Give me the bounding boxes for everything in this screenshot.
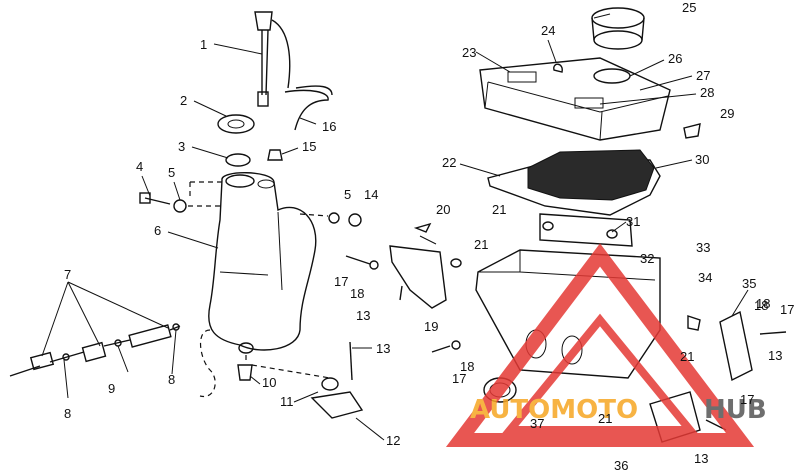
callout-label: 18 [350, 286, 364, 301]
callout-label: 1 [200, 37, 207, 52]
callout-label: 22 [442, 155, 456, 170]
callout-label: 8 [64, 406, 71, 421]
callout-label: 28 [700, 85, 714, 100]
callout-label: 8 [168, 372, 175, 387]
callout-label: 9 [108, 381, 115, 396]
callout-label: 21 [474, 237, 488, 252]
callout-label: 14 [364, 187, 378, 202]
callout-label: 21 [598, 411, 612, 426]
callout-label: 21 [680, 349, 694, 364]
callout-label: 17 [740, 392, 754, 407]
callout-label: 18 [754, 298, 768, 313]
callout-label: 26 [668, 51, 682, 66]
callout-label: 25 [682, 0, 696, 15]
callout-labels: 1 2 3 4 5 5 6 7 8 8 9 10 11 12 13 13 13 … [64, 0, 794, 473]
callout-label: 21 [492, 202, 506, 217]
callout-label: 31 [626, 214, 640, 229]
callout-label: 18 [460, 359, 474, 374]
callout-label: 13 [356, 308, 370, 323]
watermark: AUTOMOTO HUB [445, 243, 767, 447]
callout-label: 35 [742, 276, 756, 291]
callout-label: 19 [424, 319, 438, 334]
callout-label: 17 [780, 302, 794, 317]
leader-lines [141, 13, 749, 441]
callout-label: 6 [154, 223, 161, 238]
callout-label: 5 [168, 165, 175, 180]
callout-label: 12 [386, 433, 400, 448]
callout-label: 13 [376, 341, 390, 356]
callout-label: 17 [452, 371, 466, 386]
callout-label: 34 [698, 270, 712, 285]
callout-label: 2 [180, 93, 187, 108]
airbox-assembly [345, 7, 787, 443]
callout-label: 36 [614, 458, 628, 473]
callout-label: 13 [768, 348, 782, 363]
callout-label: 37 [530, 416, 544, 431]
callout-label: 5 [344, 187, 351, 202]
callout-label: 30 [695, 152, 709, 167]
callout-label: 11 [280, 394, 294, 409]
callout-label: 20 [436, 202, 450, 217]
callout-label: 18 [756, 296, 770, 311]
watermark-brand-suffix: HUB [704, 395, 767, 425]
callout-label: 7 [64, 267, 71, 282]
callout-label: 17 [334, 274, 348, 289]
callout-label: 15 [302, 139, 316, 154]
callout-label: 24 [541, 23, 555, 38]
callout-label: 29 [720, 106, 734, 121]
callout-label: 33 [696, 240, 710, 255]
callout-label: 27 [696, 68, 710, 83]
callout-label: 16 [322, 119, 336, 134]
callout-label: 13 [694, 451, 708, 466]
callout-label: 32 [640, 251, 654, 266]
callout-label: 23 [462, 45, 476, 60]
callout-label: 3 [178, 139, 185, 154]
callout-label: 10 [262, 375, 276, 390]
fuel-tank-assembly [9, 11, 364, 419]
watermark-brand: AUTOMOTO [470, 395, 638, 425]
callout-label: 4 [136, 159, 143, 174]
